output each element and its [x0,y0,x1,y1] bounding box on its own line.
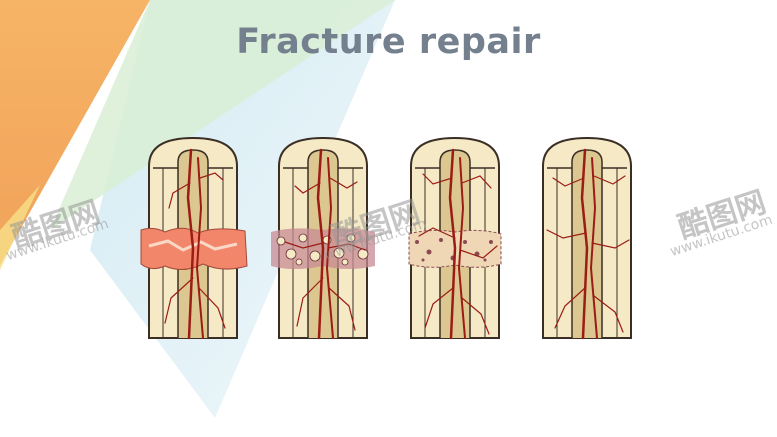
stage-remodeling [537,136,637,340]
slide-title: Fracture repair [236,22,541,62]
stage-hard-callus [405,136,505,340]
green-triangle [50,0,395,230]
stage-soft-callus [271,136,375,340]
orange-triangle [0,0,150,265]
blood-vessels [164,148,226,340]
yellow-stripe [0,185,40,270]
stage-hematoma [140,136,248,340]
